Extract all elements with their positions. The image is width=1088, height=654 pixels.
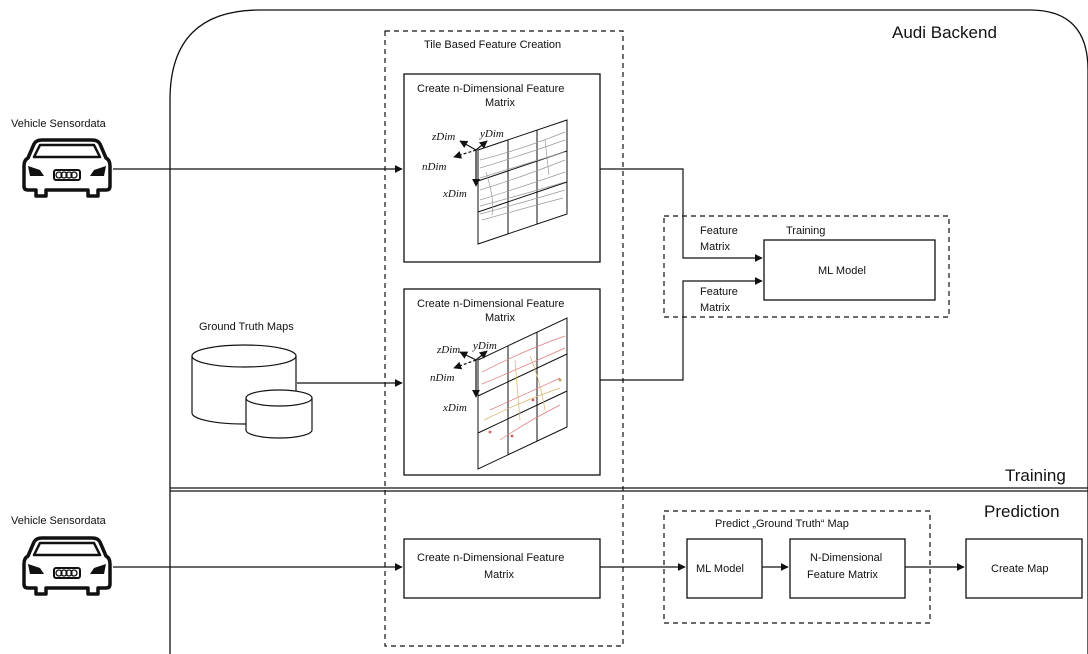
feature-matrix-input-label-cont: Matrix bbox=[700, 302, 730, 314]
ml-model-box-training bbox=[763, 239, 936, 301]
feature-box-title: Create n-Dimensional Feature bbox=[417, 298, 564, 310]
backend-region bbox=[169, 9, 1088, 654]
ground-truth-grid-tile bbox=[477, 317, 568, 470]
vehicle-sensordata-label-training: Vehicle Sensordata bbox=[11, 118, 107, 130]
training-section-label: Training bbox=[1005, 466, 1066, 485]
feature-box-title-cont: Matrix bbox=[485, 97, 515, 109]
ground-truth-label: Ground Truth Maps bbox=[199, 321, 294, 333]
feature-matrix-input-label: Feature bbox=[700, 225, 738, 237]
feature-box-title: Create n-Dimensional Feature bbox=[417, 552, 564, 564]
feature-matrix-input-label-cont: Matrix bbox=[700, 241, 730, 253]
dim-label-y: yDim bbox=[472, 340, 497, 352]
n-dim-matrix-box bbox=[789, 538, 906, 599]
feature-box-title-cont: Matrix bbox=[484, 569, 514, 581]
vehicle-sensordata-label-prediction: Vehicle Sensordata bbox=[11, 515, 107, 527]
dim-label-n: nDim bbox=[422, 161, 447, 173]
database-icon bbox=[191, 344, 313, 439]
create-map-box bbox=[965, 538, 1083, 599]
ml-model-box-prediction bbox=[686, 538, 763, 599]
ml-model-label: ML Model bbox=[696, 563, 744, 575]
training-group-title: Training bbox=[786, 225, 825, 237]
tile-group-title: Tile Based Feature Creation bbox=[424, 39, 561, 51]
sensor-grid-tile bbox=[477, 119, 568, 245]
tile-group-boundary bbox=[384, 30, 624, 647]
dim-label-y: yDim bbox=[479, 128, 504, 140]
prediction-section-label: Prediction bbox=[984, 502, 1060, 521]
n-dim-matrix-label-cont: Feature Matrix bbox=[807, 569, 878, 581]
dim-label-x: xDim bbox=[442, 188, 467, 200]
ml-model-label: ML Model bbox=[818, 265, 866, 277]
feature-matrix-box-prediction bbox=[403, 538, 601, 599]
create-map-label: Create Map bbox=[991, 563, 1048, 575]
feature-box-title: Create n-Dimensional Feature bbox=[417, 83, 564, 95]
predict-group-title: Predict „Ground Truth“ Map bbox=[715, 518, 849, 530]
dim-label-z: zDim bbox=[431, 131, 455, 143]
feature-box-title-cont: Matrix bbox=[485, 312, 515, 324]
feature-matrix-input-label: Feature bbox=[700, 286, 738, 298]
training-group-boundary bbox=[663, 215, 950, 318]
n-dim-matrix-label: N-Dimensional bbox=[810, 552, 882, 564]
car-icon bbox=[22, 536, 112, 596]
dim-label-z: zDim bbox=[436, 344, 460, 356]
dim-label-n: nDim bbox=[430, 372, 455, 384]
dim-label-x: xDim bbox=[442, 402, 467, 414]
car-icon bbox=[22, 138, 112, 198]
backend-title: Audi Backend bbox=[892, 23, 997, 42]
dimension-axes bbox=[453, 140, 488, 187]
dimension-axes bbox=[453, 350, 488, 398]
flow-connectors bbox=[113, 165, 965, 571]
